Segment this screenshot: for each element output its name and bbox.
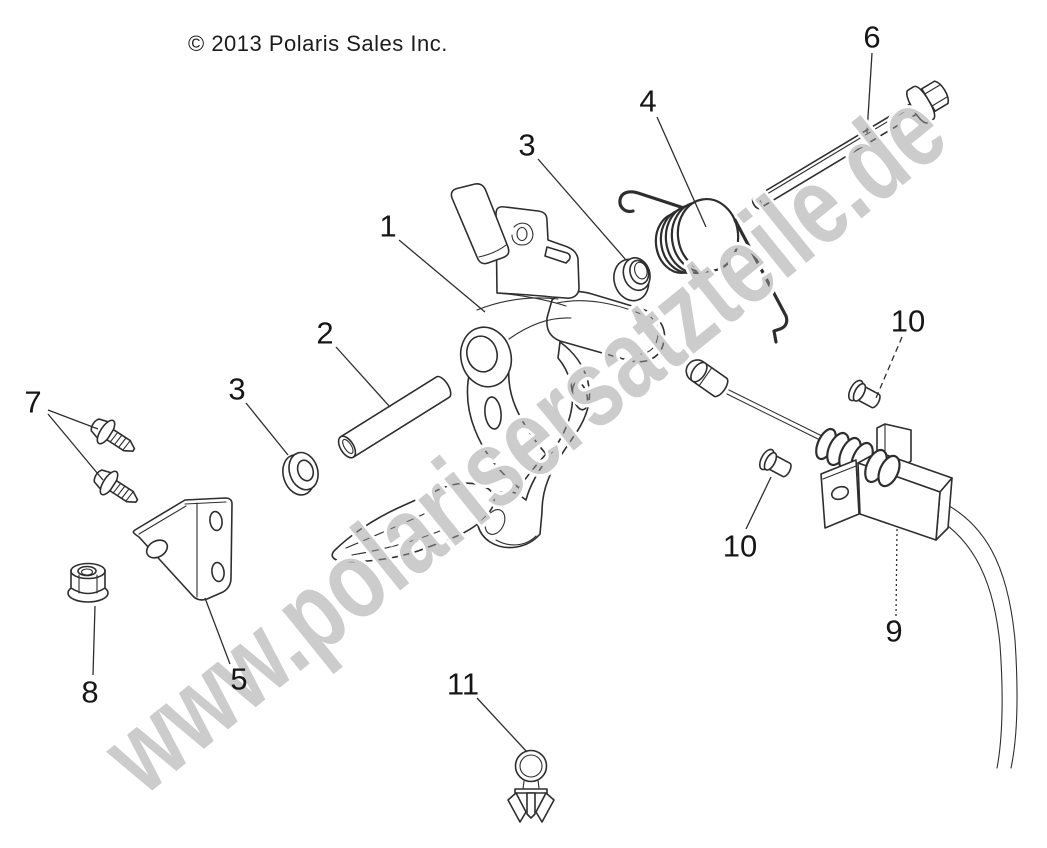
callout-10-upper-leader-line: [875, 336, 903, 399]
callout-3-left: 3: [228, 371, 246, 407]
callout-5-leader-line: [204, 597, 231, 665]
part-2-spacer-tube-drawing: [337, 375, 452, 459]
part-10-pin-lower-drawing: [758, 448, 792, 478]
callout-11-leader-line: [476, 697, 528, 753]
callout-10-lower-leader-line: [745, 476, 772, 530]
callout-4-leader-line: [656, 116, 707, 228]
part-3-bushing-upper-drawing: [613, 257, 651, 302]
callout-10-lower: 10: [722, 528, 758, 564]
callout-3-left-leader-line: [245, 402, 289, 456]
part-7-screw-upper-drawing: [90, 418, 136, 453]
callout-3-upper: 3: [518, 127, 536, 163]
callout-7-leader-line: [47, 413, 104, 481]
part-7-screw-lower-drawing: [93, 469, 139, 504]
callout-1-leader-line: [398, 239, 486, 313]
part-3-bushing-left-drawing: [282, 451, 319, 496]
part-9-cable-assembly-drawing: [685, 359, 1018, 769]
callout-8: 8: [81, 674, 99, 710]
copyright-text: © 2013 Polaris Sales Inc.: [188, 31, 448, 56]
part-5-mount-bracket-drawing: [132, 497, 233, 601]
callout-10-upper: 10: [890, 303, 926, 339]
part-1-pedal-lever-drawing: [331, 183, 666, 563]
callout-2: 2: [316, 315, 334, 351]
part-8-flange-nut-drawing: [67, 562, 109, 603]
part-4-torsion-spring-drawing: [618, 190, 789, 344]
callout-5: 5: [230, 661, 248, 697]
part-10-pin-upper-drawing: [847, 379, 881, 409]
callout-8-leader-line: [92, 605, 96, 676]
callout-11: 11: [446, 666, 480, 702]
part-11-push-clip-drawing: [507, 749, 555, 823]
callout-7: 7: [24, 384, 42, 420]
callout-4: 4: [639, 83, 657, 119]
callout-1: 1: [379, 208, 397, 244]
callout-2-leader-line: [335, 346, 391, 408]
callout-3-upper-leader-line: [537, 158, 627, 261]
callout-9-leader-line: [895, 528, 898, 617]
leader-lines: [47, 52, 903, 753]
callout-6-leader-line: [866, 52, 873, 134]
callout-9: 9: [885, 613, 903, 649]
part-6-pivot-bolt-drawing: [751, 80, 950, 210]
callout-7-leader-line: [47, 409, 99, 430]
callout-6: 6: [863, 19, 881, 55]
